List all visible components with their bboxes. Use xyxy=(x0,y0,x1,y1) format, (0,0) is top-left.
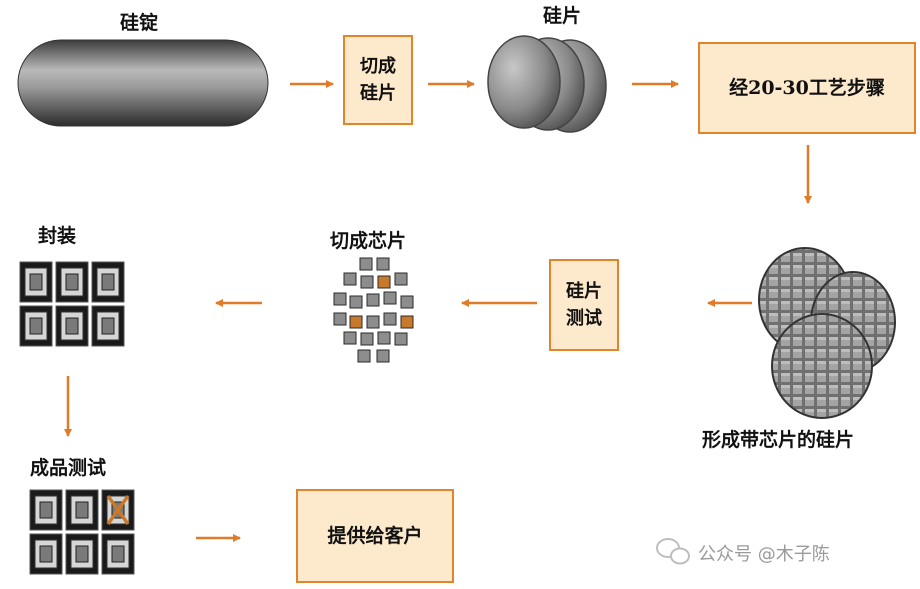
packaged-chips-icon xyxy=(19,261,125,347)
watermark-text: 公众号 @木子陈 xyxy=(698,544,830,565)
chip-die xyxy=(333,312,347,326)
chip-die xyxy=(360,275,374,289)
chip-die xyxy=(394,332,408,346)
chip-package-die xyxy=(29,317,43,335)
chip-die xyxy=(400,295,414,309)
cut-wafer-line-1: 切成 xyxy=(360,56,396,77)
wechat-logo-icon xyxy=(656,538,690,565)
process-steps-box: 经20-30工艺步骤 xyxy=(698,42,916,134)
final-test-label: 成品测试 xyxy=(30,457,107,479)
chip-die xyxy=(359,257,373,271)
chip-package-die xyxy=(39,501,53,519)
wafer-test-line-1: 硅片 xyxy=(566,281,602,302)
chip-package-die xyxy=(101,273,115,291)
chip-package-die xyxy=(39,545,53,563)
cut-wafer-box: 切成 硅片 xyxy=(343,35,413,125)
chip-die xyxy=(377,275,391,289)
chip-die xyxy=(333,292,347,306)
ingot-label: 硅锭 xyxy=(120,12,159,34)
wafer-label: 硅片 xyxy=(543,5,582,27)
chip-cluster-icon xyxy=(333,257,414,363)
chip-package-die xyxy=(29,273,43,291)
chip-package-die xyxy=(101,317,115,335)
chip-package-die xyxy=(75,501,89,519)
reject-cross-icon xyxy=(106,494,130,526)
cut-chips-label: 切成芯片 xyxy=(330,230,407,252)
chip-die xyxy=(376,349,390,363)
chip-die xyxy=(357,349,371,363)
patterned-wafers-icon xyxy=(758,247,896,419)
wafer-stack-icon xyxy=(487,35,607,133)
chip-die xyxy=(343,272,357,286)
chip-package-die xyxy=(111,545,125,563)
chip-die xyxy=(366,293,380,307)
chip-die xyxy=(349,295,363,309)
chip-package-die xyxy=(65,317,79,335)
chip-die xyxy=(383,291,397,305)
deliver-customer-text: 提供给客户 xyxy=(327,524,423,547)
deliver-customer-box: 提供给客户 xyxy=(296,489,454,583)
packaging-label: 封装 xyxy=(38,225,77,247)
process-steps-text: 经20-30工艺步骤 xyxy=(729,76,885,99)
chip-die xyxy=(394,272,408,286)
chip-die xyxy=(360,332,374,346)
flow-arrows xyxy=(64,80,812,542)
wafer-test-box: 硅片 测试 xyxy=(549,259,619,351)
chip-die xyxy=(349,315,363,329)
chip-die xyxy=(400,315,414,329)
chip-die xyxy=(376,257,390,271)
chip-die xyxy=(366,315,380,329)
tested-chips-icon xyxy=(29,489,135,575)
chip-die xyxy=(343,331,357,345)
chip-die xyxy=(383,312,397,326)
chip-die xyxy=(377,331,391,345)
chip-package-die xyxy=(65,273,79,291)
cut-wafer-line-2: 硅片 xyxy=(360,83,396,104)
chip-package-die xyxy=(75,545,89,563)
wafer-test-line-2: 测试 xyxy=(566,308,602,329)
wafer-with-chips-label: 形成带芯片的硅片 xyxy=(702,429,855,451)
silicon-ingot-icon xyxy=(17,39,269,127)
